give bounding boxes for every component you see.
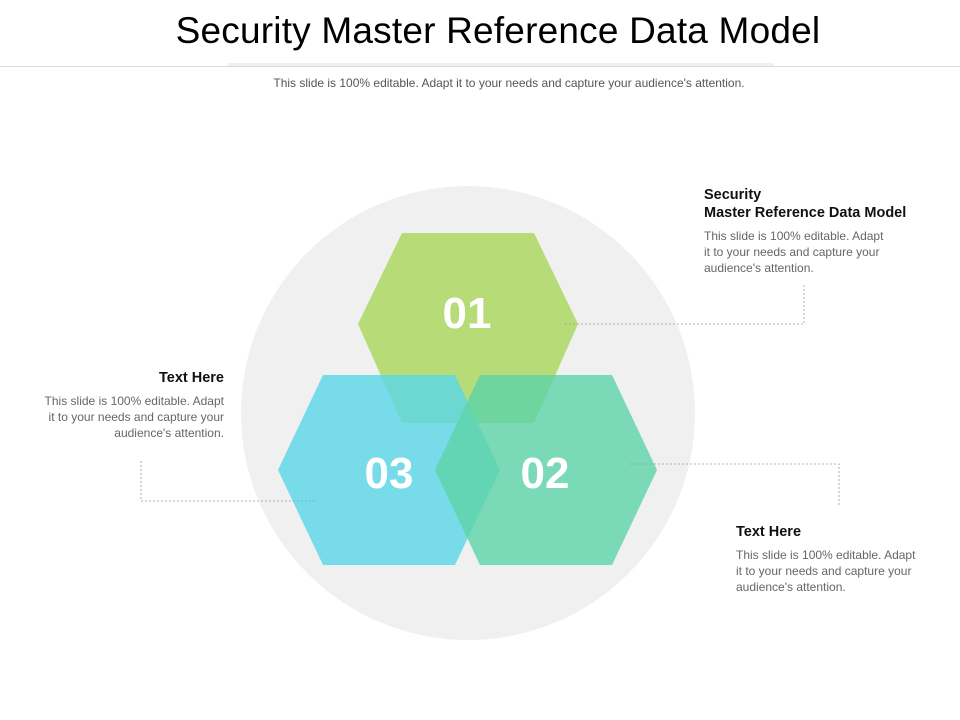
block-heading: Text Here [736, 524, 802, 540]
body-line: audience's attention. [114, 426, 224, 440]
body-line: This slide is 100% editable. Adapt [736, 548, 916, 562]
block-heading: Text Here [158, 370, 224, 386]
connector-bottom-right [630, 463, 840, 505]
hexagon-02-label: 02 [521, 449, 570, 498]
heading-line: Security [704, 187, 762, 203]
text-block-bottom-right: Text Here This slide is 100% editable. A… [736, 523, 950, 595]
hexagon-03-label: 03 [365, 449, 414, 498]
heading-line: Master Reference Data Model [704, 205, 907, 221]
body-line: audience's attention. [736, 580, 846, 594]
body-line: This slide is 100% editable. Adapt [44, 394, 224, 408]
title-underline-accent [228, 63, 774, 66]
connector-top-right [565, 285, 805, 325]
body-line: it to your needs and capture your [48, 410, 224, 424]
text-block-top-right: Security Master Reference Data Model Thi… [704, 186, 944, 276]
connector-left [140, 460, 315, 502]
text-block-left: Text Here This slide is 100% editable. A… [10, 369, 224, 441]
body-line: This slide is 100% editable. Adapt [704, 229, 884, 243]
body-line: it to your needs and capture your [704, 245, 880, 259]
body-line: audience's attention. [704, 261, 814, 275]
block-body: This slide is 100% editable. Adapt it to… [704, 228, 944, 276]
hexagon-03[interactable] [278, 375, 500, 565]
hexagon-02[interactable] [435, 375, 657, 565]
slide-subtitle: This slide is 100% editable. Adapt it to… [273, 76, 745, 90]
block-body: This slide is 100% editable. Adapt it to… [736, 547, 950, 595]
title-divider [0, 66, 960, 67]
slide-title: Security Master Reference Data Model [175, 10, 821, 51]
block-body: This slide is 100% editable. Adapt it to… [10, 393, 224, 441]
block-heading: Security Master Reference Data Model [704, 186, 944, 222]
hexagon-01-label: 01 [443, 289, 492, 338]
body-line: it to your needs and capture your [736, 564, 912, 578]
